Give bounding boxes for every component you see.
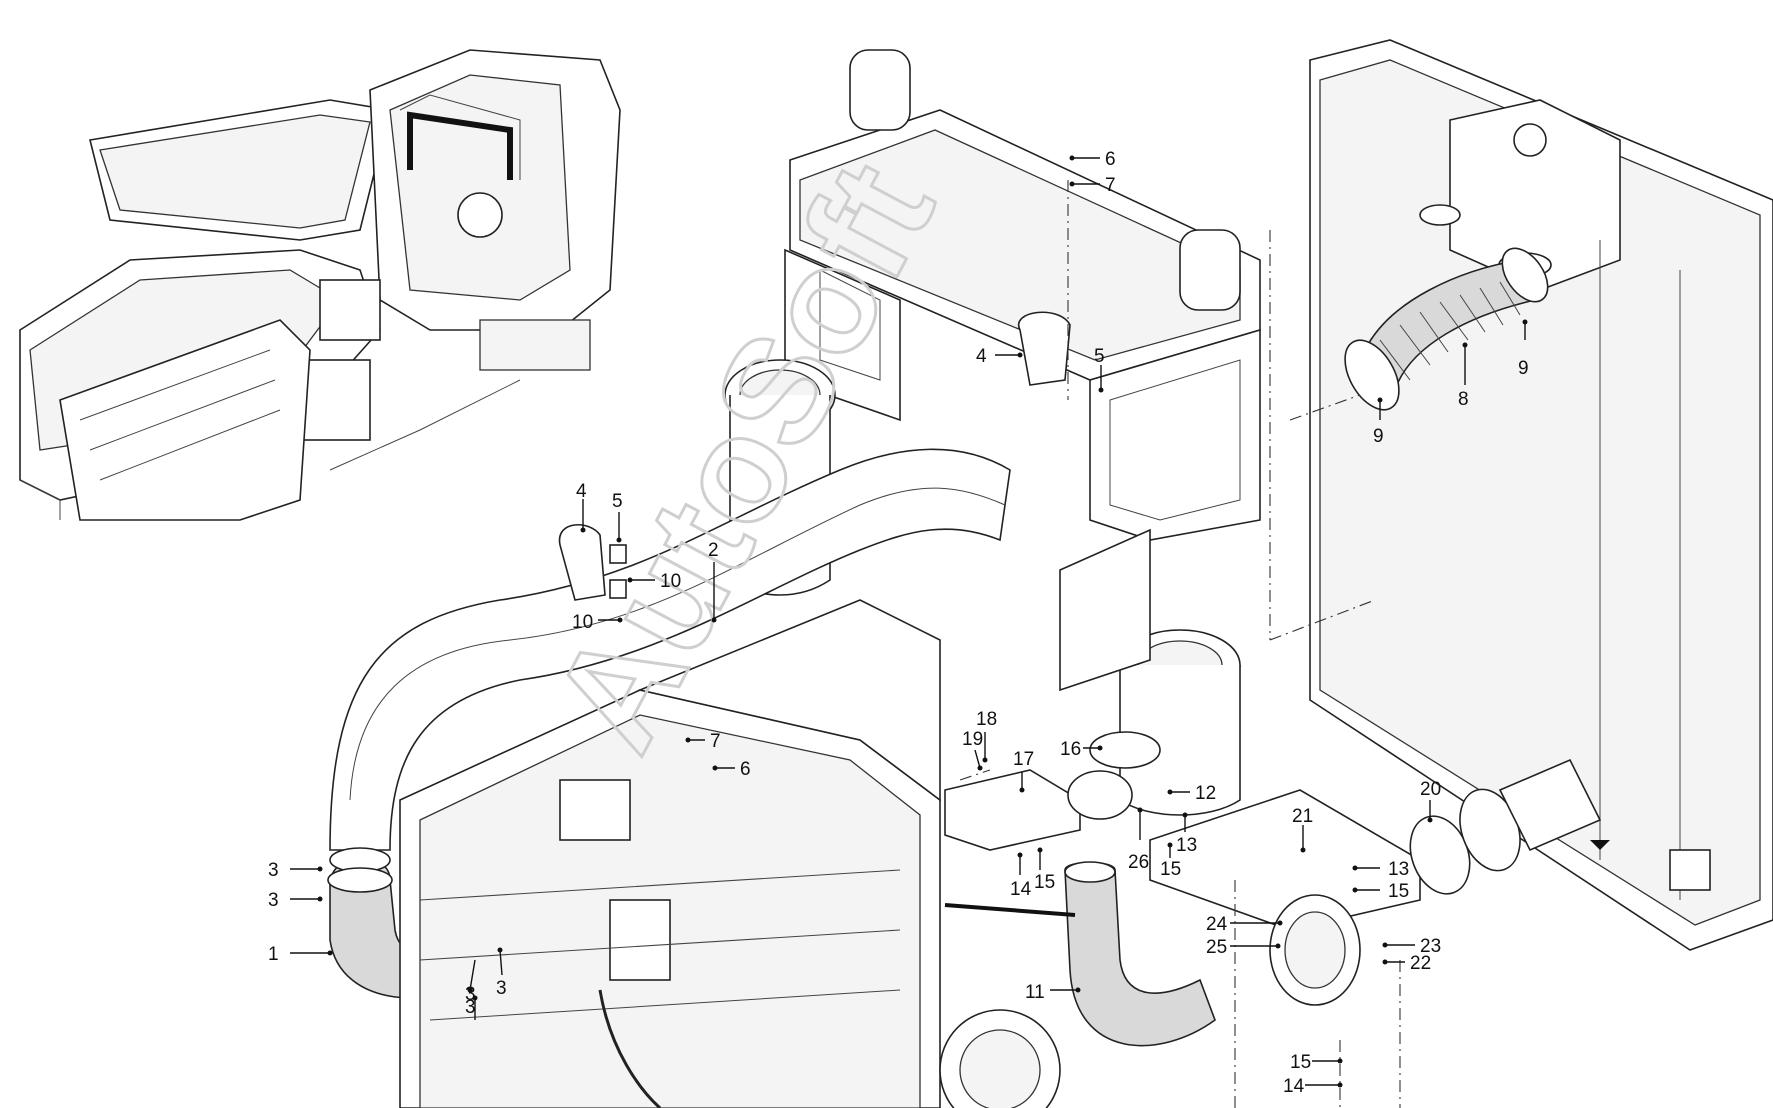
- callout-9b: 9: [1518, 319, 1529, 379]
- callout-label: 17: [1013, 749, 1034, 770]
- callout-label: 3: [268, 890, 279, 911]
- callout-24: 24: [1206, 914, 1283, 935]
- callout-7a: 7: [1069, 175, 1116, 196]
- callout-26: 26: [1128, 807, 1149, 873]
- callout-25: 25: [1206, 937, 1281, 958]
- callout-6b: 6: [712, 759, 751, 780]
- callout-label: 14: [1283, 1076, 1305, 1097]
- callout-3e: 3: [465, 995, 478, 1020]
- callout-label: 13: [1176, 835, 1197, 856]
- callout-22: 22: [1382, 953, 1431, 974]
- callout-20: 20: [1420, 779, 1441, 823]
- callout-label: 3: [465, 997, 476, 1018]
- callout-15c: 15: [1352, 881, 1409, 902]
- mounting-plate: [944, 528, 1421, 931]
- elbow-hose-11: [1064, 861, 1216, 1047]
- callout-17: 17: [1013, 749, 1034, 793]
- callout-label: 8: [1458, 389, 1469, 410]
- callout-label: 20: [1420, 779, 1441, 800]
- callout-19: 19: [962, 729, 983, 771]
- callout-23: 23: [1382, 936, 1441, 957]
- callout-2: 2: [708, 540, 719, 623]
- callout-13a: 13: [1176, 812, 1197, 856]
- callout-label: 3: [268, 860, 279, 881]
- callout-10a: 10: [627, 571, 681, 592]
- callout-label: 15: [1388, 881, 1409, 902]
- callout-label: 7: [1105, 175, 1116, 196]
- charge-air-hose: [1344, 247, 1549, 411]
- callout-label: 6: [740, 759, 751, 780]
- callout-label: 2: [708, 540, 719, 561]
- callout-21: 21: [1292, 806, 1313, 853]
- callout-label: 22: [1410, 953, 1431, 974]
- engine-block: [399, 599, 1061, 1108]
- alignment-lines: [944, 180, 1610, 1108]
- callout-label: 4: [576, 481, 587, 502]
- callout-label: 24: [1206, 914, 1228, 935]
- callout-label: 3: [465, 984, 476, 1005]
- callout-label: 1: [268, 944, 279, 965]
- callout-label: 19: [962, 729, 983, 750]
- callout-label: 15: [1034, 872, 1055, 893]
- callout-label: 9: [1373, 426, 1384, 447]
- callout-11: 11: [1025, 982, 1081, 1003]
- callout-3c: 3: [465, 959, 476, 1005]
- radiator-assembly: [1309, 39, 1773, 951]
- callout-label: 14: [1010, 879, 1032, 900]
- callout-label: 12: [1195, 783, 1216, 804]
- callout-label: 9: [1518, 358, 1529, 379]
- callout-7b: 7: [685, 731, 721, 752]
- callout-16: 16: [1060, 739, 1103, 760]
- callout-label: 10: [572, 612, 593, 633]
- callout-15a: 15: [1034, 847, 1055, 893]
- callout-label: 18: [976, 709, 997, 730]
- callout-12: 12: [1167, 783, 1216, 804]
- callout-label: 16: [1060, 739, 1081, 760]
- machine-overview-inset: [19, 49, 621, 521]
- callout-label: 23: [1420, 936, 1441, 957]
- callout-label: 15: [1160, 859, 1181, 880]
- callout-4b: 4: [976, 346, 1023, 367]
- callout-18: 18: [976, 709, 997, 763]
- callout-4a: 4: [576, 481, 587, 533]
- callout-8: 8: [1458, 342, 1469, 410]
- callout-label: 25: [1206, 937, 1227, 958]
- callout-14b: 14: [1283, 1076, 1343, 1097]
- callout-14a: 14: [1010, 852, 1032, 900]
- callout-label: 6: [1105, 149, 1116, 170]
- callout-label: 11: [1025, 982, 1045, 1003]
- hose-clamps: [1067, 731, 1602, 1006]
- callout-3b: 3: [268, 890, 323, 911]
- callout-15b: 15: [1160, 842, 1181, 880]
- callout-label: 3: [496, 978, 507, 999]
- callout-label: 26: [1128, 852, 1149, 873]
- callout-5b: 5: [1094, 346, 1105, 393]
- callout-label: 15: [1290, 1052, 1311, 1073]
- callout-5a: 5: [612, 491, 623, 543]
- callout-label: 13: [1388, 859, 1409, 880]
- callout-1: 1: [268, 944, 333, 965]
- callout-label: 4: [976, 346, 987, 367]
- exhaust-pipe: [329, 359, 1241, 851]
- callout-6a: 6: [1069, 149, 1116, 170]
- callout-3d: 3: [496, 947, 507, 999]
- callout-label: 5: [612, 491, 623, 512]
- callout-label: 10: [660, 571, 681, 592]
- callout-10b: 10: [572, 612, 623, 633]
- callout-13b: 13: [1352, 859, 1409, 880]
- callout-label: 7: [710, 731, 721, 752]
- callout-15d: 15: [1290, 1052, 1343, 1073]
- callout-3a: 3: [268, 860, 323, 881]
- pipe-bracket: [558, 311, 1071, 601]
- callout-9a: 9: [1373, 397, 1384, 447]
- callout-label: 21: [1292, 806, 1313, 827]
- callout-label: 5: [1094, 346, 1105, 367]
